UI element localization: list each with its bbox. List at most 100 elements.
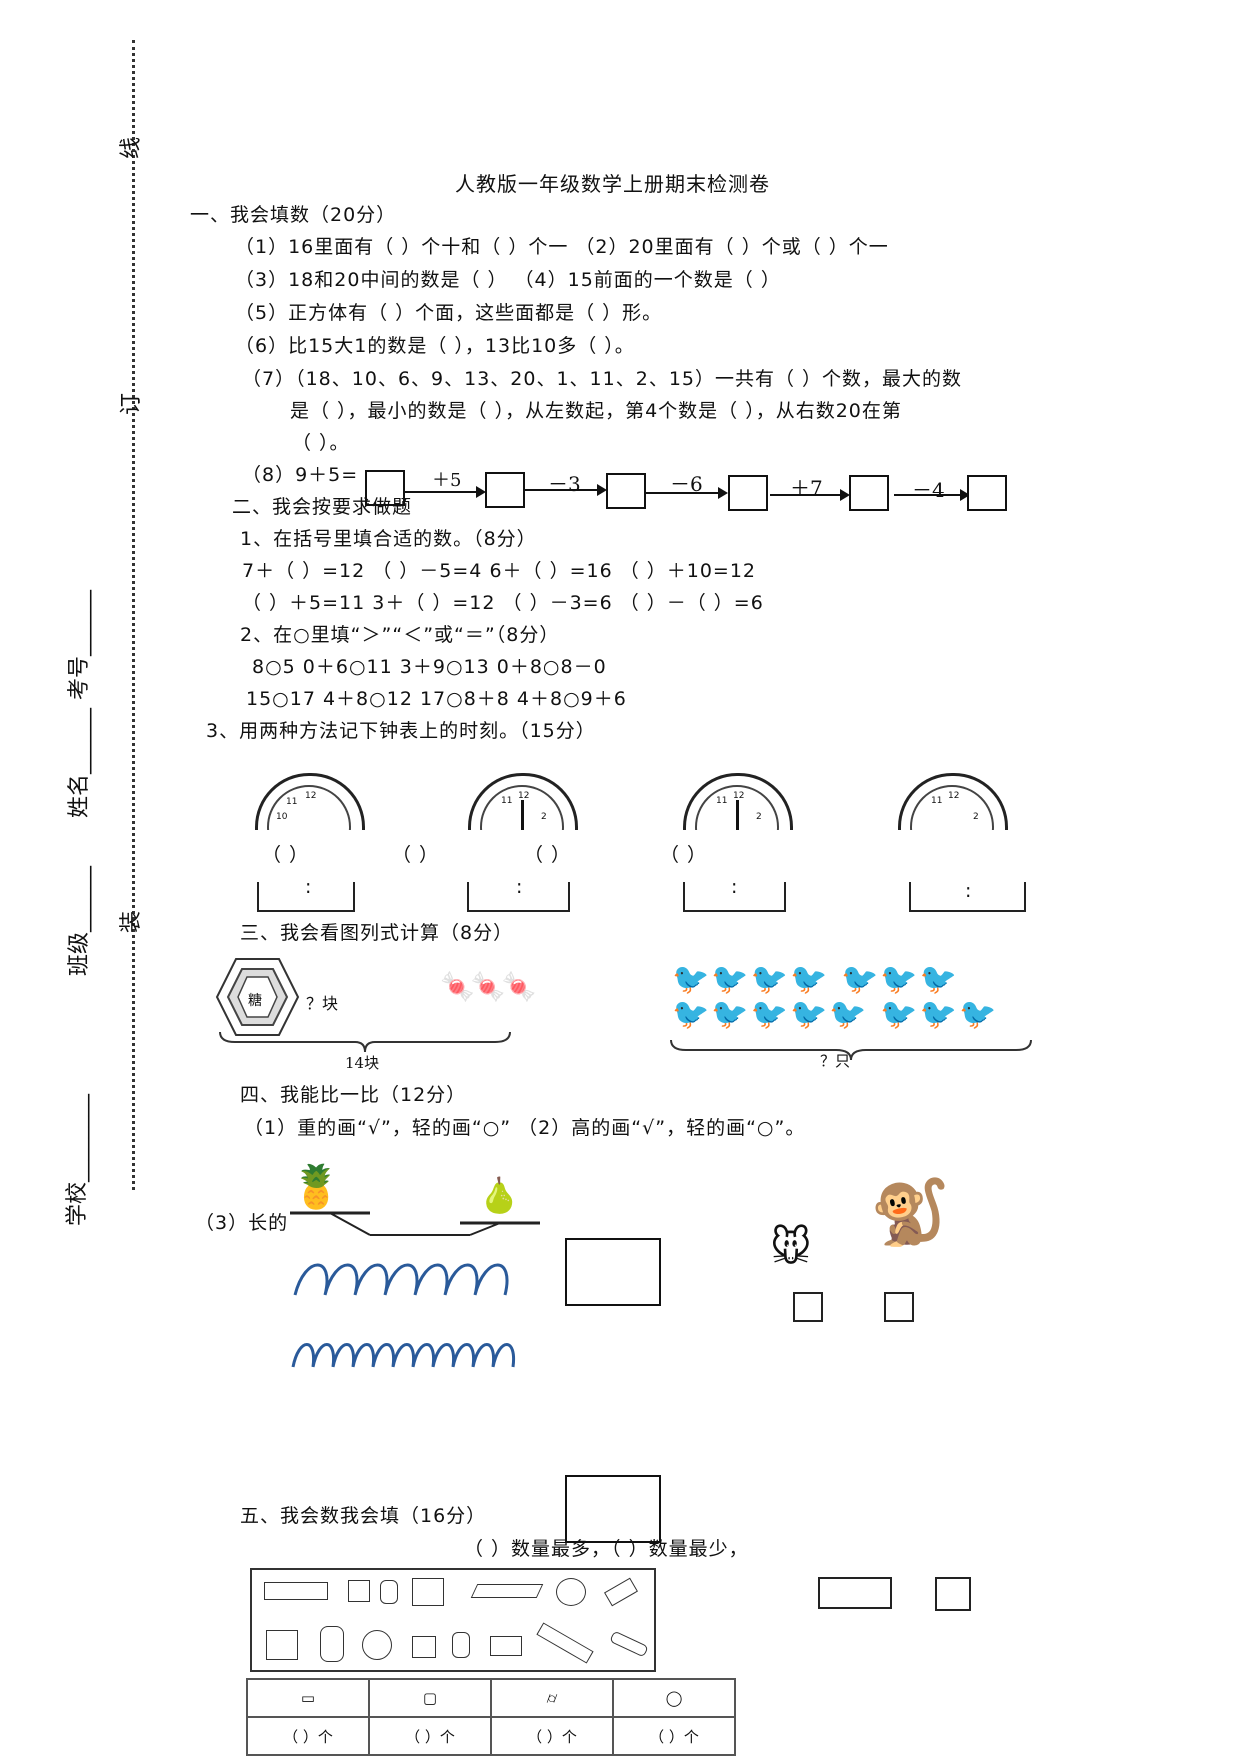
chain-box-2[interactable] xyxy=(485,472,525,508)
cylinder-shape xyxy=(452,1632,470,1658)
cube-shape xyxy=(348,1580,370,1602)
answer-square-monkey[interactable] xyxy=(884,1292,914,1322)
candy-total-brace xyxy=(219,1031,511,1053)
chain-op-5: －4 xyxy=(912,478,945,502)
chain-op-1: ＋5 xyxy=(432,470,462,491)
section2-heading: 二、我会按要求做题 xyxy=(232,496,413,518)
q3-q4-text: （3）18和20中间的数是（ ） （4）15前面的一个数是（ ） xyxy=(235,269,781,291)
cylinder-shape xyxy=(320,1626,344,1662)
candy-box-hexagon-icon xyxy=(215,958,300,1036)
cube-shape xyxy=(412,1578,444,1606)
digital-box-3[interactable] xyxy=(683,882,786,912)
compare-row-1: 8○5 0＋6○11 3＋9○13 0＋8○8－0 xyxy=(252,656,607,678)
count-head-cylinder-icon: ⌭ xyxy=(490,1678,614,1718)
unknown-pieces-label: ？块 xyxy=(306,994,339,1013)
monkey-icon: 🐒 xyxy=(870,1176,950,1250)
digital-box-1[interactable] xyxy=(257,882,355,912)
cuboid-tilted-shape xyxy=(604,1577,638,1607)
answer-box-springs[interactable] xyxy=(565,1238,661,1306)
q6-text: （6）比15大1的数是（ ），13比10多（ ）。 xyxy=(235,335,635,357)
section3-heading: 三、我会看图列式计算（8分） xyxy=(240,922,514,944)
chain-box-6[interactable] xyxy=(967,475,1007,511)
chain-arrow-1 xyxy=(404,486,486,498)
s2-part2-title: 2、在○里填“＞”“＜”或“＝”（8分） xyxy=(240,624,560,646)
digital-colon-2: : xyxy=(516,876,524,898)
cube-shape xyxy=(266,1630,298,1660)
exam-number-field[interactable]: 考号______ xyxy=(67,589,92,700)
digital-colon-1: : xyxy=(305,876,313,898)
q7-line2: 是（ ），最小的数是（ ），从左数起，第4个数是（ ），从右数20在第 xyxy=(290,400,902,422)
clock-answer-paren-1[interactable]: （ ） xyxy=(262,844,310,866)
cube-shape xyxy=(412,1636,436,1658)
page-title: 人教版一年级数学上册期末检测卷 xyxy=(455,172,770,196)
birds-total-brace xyxy=(670,1039,1032,1061)
chain-arrow-3 xyxy=(646,487,728,499)
q7-line3: （ ）。 xyxy=(292,432,350,454)
q1-q2-text: （1）16里面有（ ）个十和（ ）个一 （2）20里面有（ ）个或（ ）个一 xyxy=(235,236,889,258)
birds-group-icon: 🐦🐦🐦🐦 🐦🐦🐦🐦🐦🐦🐦🐦 🐦🐦🐦 xyxy=(672,962,999,1032)
digital-colon-4: : xyxy=(965,880,973,902)
class-field[interactable]: 班级______ xyxy=(67,865,92,976)
school-field[interactable]: 学校________ xyxy=(65,1093,90,1226)
chain-arrow-2 xyxy=(525,484,607,496)
candy-pieces-icon: 🍬🍬🍬 xyxy=(440,970,537,1003)
digital-box-4[interactable] xyxy=(909,882,1026,912)
count-table: ▭ ▢ ⌭ ◯ （ ）个 （ ）个 （ ）个 （ ）个 xyxy=(246,1678,736,1756)
chain-arrow-5 xyxy=(894,489,970,501)
fill-row-1: 7＋（ ）=12 （ ）－5=4 6＋（ ）=16 （ ）＋10=12 xyxy=(242,560,757,582)
answer-box-top[interactable] xyxy=(565,1475,661,1543)
chain-box-3[interactable] xyxy=(606,473,646,509)
birds-total-label: ？只 xyxy=(820,1052,851,1070)
chain-box-1[interactable] xyxy=(365,470,405,506)
name-field[interactable]: 姓名______ xyxy=(67,707,92,818)
count-head-sphere-icon: ◯ xyxy=(612,1678,736,1718)
candy-label: 糖 xyxy=(248,993,262,1009)
count-head-cube-icon: ▢ xyxy=(368,1678,492,1718)
count-cylinder-cell[interactable]: （ ）个 xyxy=(490,1716,614,1756)
q8-text: （8）9＋5= xyxy=(242,464,359,486)
chain-box-4[interactable] xyxy=(728,475,768,511)
clock-answer-paren-2[interactable]: （ ） xyxy=(392,844,440,866)
digital-box-2[interactable] xyxy=(467,882,570,912)
pear-icon: 🍐 xyxy=(478,1176,521,1216)
cylinder-shape xyxy=(380,1580,398,1604)
sphere-shape xyxy=(556,1578,586,1606)
q5-text: （5）正方体有（ ）个面，这些面都是（ ）形。 xyxy=(235,302,663,324)
section5-heading: 五、我会数我会填（16分） xyxy=(240,1505,487,1527)
count-cube-cell[interactable]: （ ）个 xyxy=(368,1716,492,1756)
answer-square-mouse[interactable] xyxy=(793,1292,823,1322)
binding-label-zhuang: 装 xyxy=(119,910,145,934)
s4-q1-q2-text: （1）重的画“√”，轻的画“○” （2）高的画“√”，轻的画“○”。 xyxy=(244,1117,806,1139)
chain-op-2: －3 xyxy=(548,472,581,496)
count-cuboid-cell[interactable]: （ ）个 xyxy=(246,1716,370,1756)
binding-label-xian: 线 xyxy=(119,136,145,160)
cuboid-long-shape xyxy=(264,1582,328,1600)
chain-op-3: －6 xyxy=(670,472,703,496)
chain-op-4: ＋7 xyxy=(790,476,823,500)
binding-label-ding: 订 xyxy=(119,392,145,416)
q7-line1: （7）（18、10、6、9、13、20、1、11、2、15）一共有（ ）个数，最… xyxy=(242,368,963,390)
compare-row-2: 15○17 4＋8○12 17○8＋8 4＋8○9＋6 xyxy=(246,688,627,710)
candy-total-label: 14块 xyxy=(345,1054,380,1072)
section1-heading: 一、我会填数（20分） xyxy=(190,204,397,226)
section4-heading: 四、我能比一比（12分） xyxy=(240,1084,467,1106)
clock-answer-paren-4[interactable]: （ ） xyxy=(660,844,708,866)
pineapple-icon: 🍍 xyxy=(290,1162,343,1211)
s2-part1-title: 1、在括号里填合适的数。（8分） xyxy=(240,528,537,550)
cuboid-flat-shape xyxy=(470,1584,544,1598)
digital-colon-3: : xyxy=(731,876,739,898)
count-sphere-cell[interactable]: （ ）个 xyxy=(612,1716,736,1756)
s5-question-text: （ ）数量最多，（ ）数量最少， xyxy=(464,1538,749,1560)
cuboid-solid-example xyxy=(818,1577,892,1609)
s2-part3-title: 3、用两种方法记下钟表上的时刻。（15分） xyxy=(206,720,596,742)
clock-answer-paren-3[interactable]: （ ） xyxy=(524,844,572,866)
cuboid-shape xyxy=(490,1636,522,1656)
cylinder-stick-shape xyxy=(609,1630,649,1658)
chain-box-5[interactable] xyxy=(849,475,889,511)
mouse-icon: 🐭 xyxy=(770,1225,812,1271)
chain-arrow-4 xyxy=(770,489,850,501)
